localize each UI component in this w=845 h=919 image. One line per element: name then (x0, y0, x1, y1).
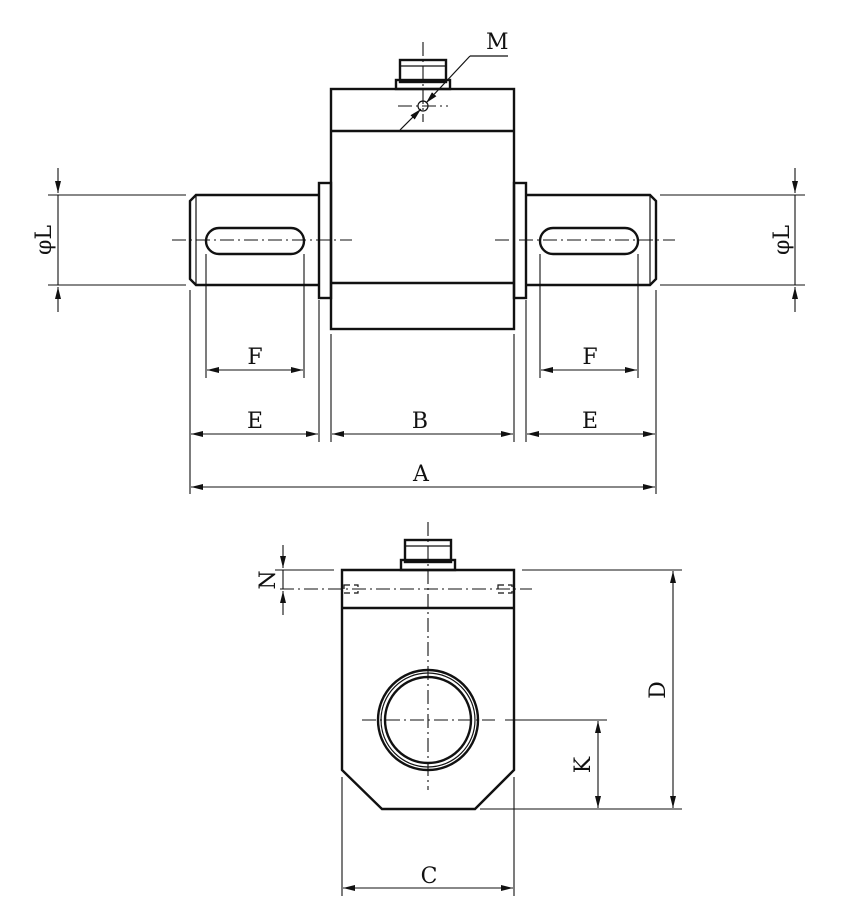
side-view: N D K C (256, 522, 682, 896)
sensor-body (329, 87, 516, 331)
label-e-right: E (582, 409, 598, 434)
side-body (340, 568, 516, 811)
label-diameter-left: φL (32, 225, 57, 255)
extension-lines-front (189, 254, 657, 494)
label-m: M (486, 30, 509, 55)
dim-diameter-right (660, 168, 805, 312)
label-c: C (421, 864, 438, 889)
label-f-left: F (247, 345, 262, 370)
side-thread-holes (280, 584, 532, 594)
mounting-thread-m (398, 42, 508, 131)
dim-diameter-left (48, 168, 186, 312)
keyway-left (204, 226, 306, 256)
label-b: B (412, 409, 428, 434)
label-e-left: E (247, 409, 263, 434)
front-view: M φL (32, 30, 805, 494)
label-a: A (412, 462, 430, 487)
label-d: D (646, 681, 671, 699)
extension-lines-side (275, 569, 682, 896)
label-diameter-right: φL (770, 225, 795, 255)
label-n: N (256, 570, 281, 589)
keyway-right (538, 226, 640, 256)
label-k: K (571, 756, 596, 773)
label-f-right: F (582, 345, 597, 370)
